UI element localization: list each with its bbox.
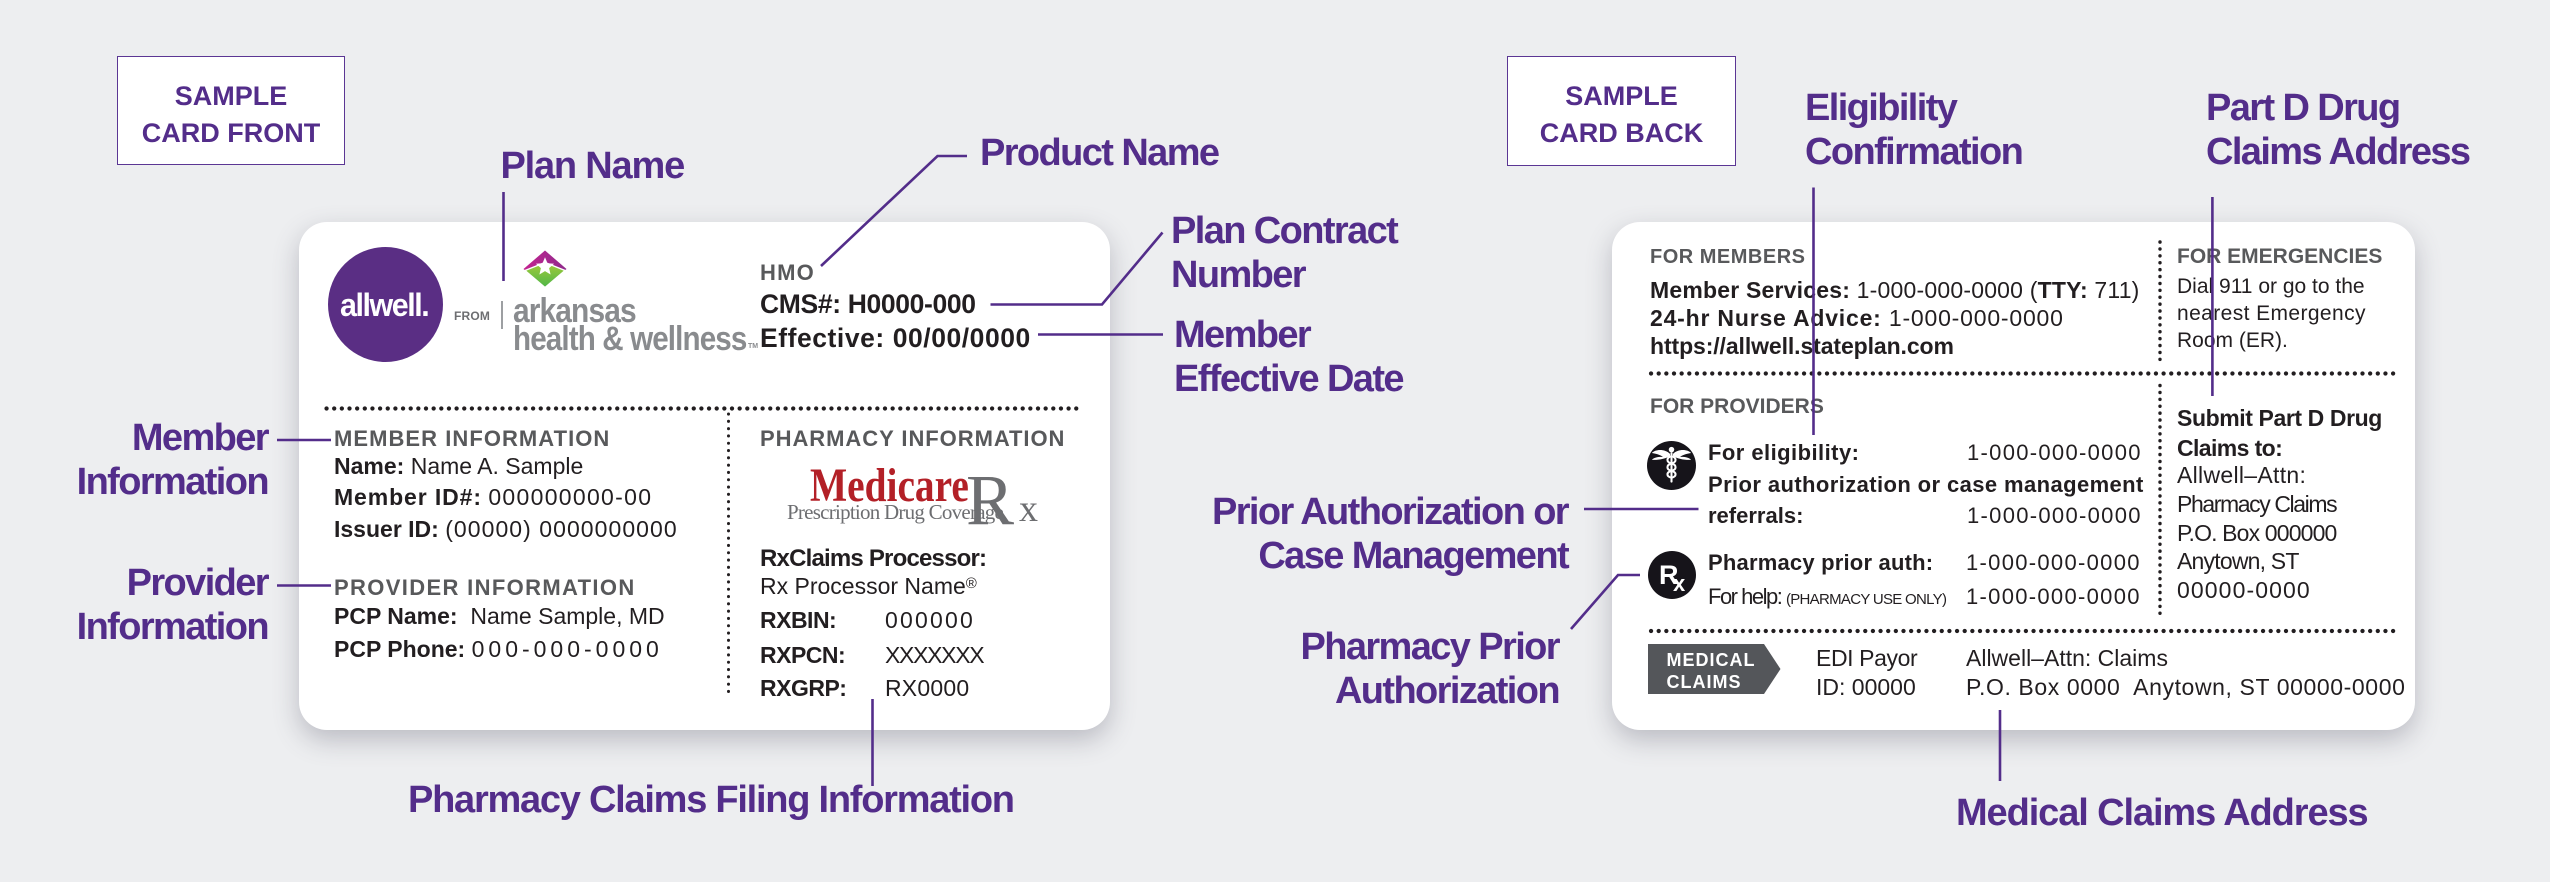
svg-text:CLAIMS: CLAIMS [1667,672,1742,692]
svg-text:x: x [1673,571,1686,596]
svg-text:MEDICAL: MEDICAL [1667,650,1756,670]
svg-text:R: R [1659,560,1679,590]
